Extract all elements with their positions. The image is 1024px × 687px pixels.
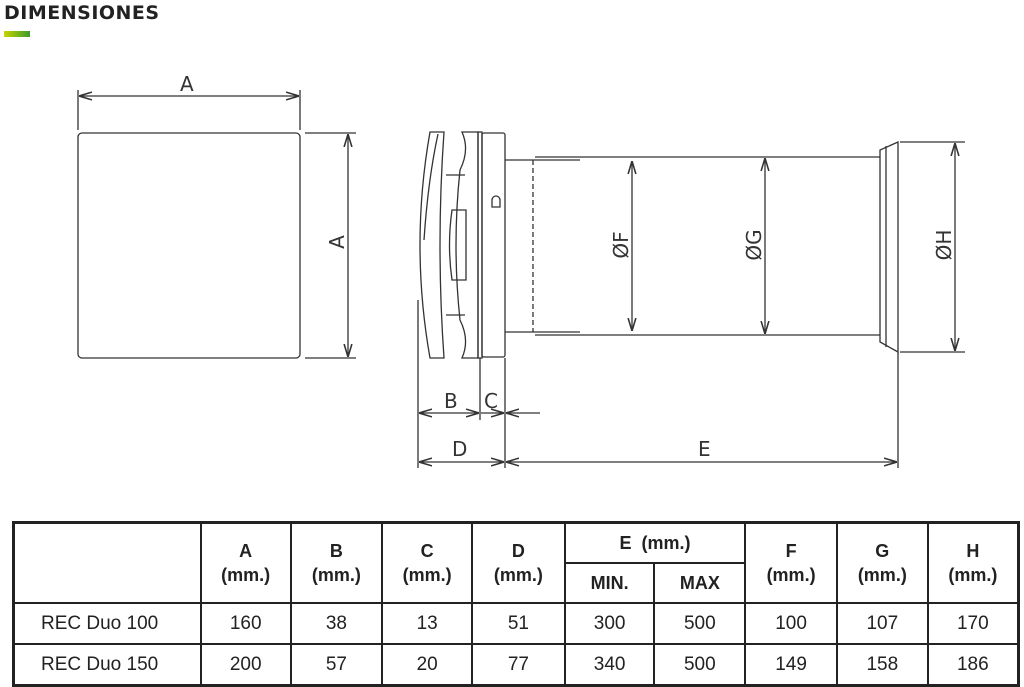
- table-row: REC Duo 150 200 57 20 77 340 500 149 158…: [12, 643, 1020, 687]
- cell: 200: [199, 643, 292, 687]
- front-view-cover: [77, 132, 301, 359]
- header-g: G(mm.): [835, 521, 929, 604]
- label-c: C: [484, 389, 498, 413]
- cell: 340: [563, 643, 656, 687]
- header-b: B(mm.): [289, 521, 384, 604]
- label-a-top: A: [180, 72, 194, 96]
- label-h: ØH: [932, 230, 956, 261]
- dimension-drawing: A A B C D E ØF ØG ØH: [77, 72, 965, 468]
- cell: 38: [289, 602, 384, 645]
- label-f: ØF: [609, 231, 633, 258]
- table-row: REC Duo 100 160 38 13 51 300 500 100 107…: [12, 602, 1020, 645]
- cell: 51: [471, 602, 566, 645]
- header-f: F(mm.): [744, 521, 838, 604]
- cell: 500: [653, 643, 747, 687]
- header-e-max: MAX: [653, 562, 747, 604]
- header-d: D(mm.): [471, 521, 566, 604]
- label-g: ØG: [742, 229, 766, 260]
- header-empty: [12, 521, 202, 604]
- title-accent-bar: [4, 31, 30, 37]
- label-e: E: [698, 437, 711, 461]
- cell: 149: [744, 643, 838, 687]
- cell: 186: [926, 643, 1020, 687]
- header-a: A(mm.): [199, 521, 292, 604]
- side-view-cover: [419, 131, 445, 359]
- cell: 77: [471, 643, 566, 687]
- header-c: C(mm.): [381, 521, 474, 604]
- cell: 300: [563, 602, 656, 645]
- label-d: D: [452, 437, 467, 461]
- cell: 13: [381, 602, 474, 645]
- cell: 107: [835, 602, 929, 645]
- label-a-side: A: [325, 235, 349, 249]
- cell: 20: [381, 643, 474, 687]
- cell: 158: [835, 643, 929, 687]
- outer-flange: [879, 140, 899, 354]
- duct-pipe: [535, 156, 880, 336]
- label-b: B: [444, 389, 458, 413]
- model-name: REC Duo 100: [12, 602, 202, 645]
- cell: 500: [653, 602, 747, 645]
- cell: 100: [744, 602, 838, 645]
- model-name: REC Duo 150: [12, 643, 202, 687]
- header-h: H(mm.): [926, 521, 1020, 604]
- cell: 170: [926, 602, 1020, 645]
- dimensions-table: A(mm.) B(mm.) C(mm.) D(mm.) E (mm.) F(mm…: [12, 521, 1020, 687]
- header-e-min: MIN.: [563, 562, 656, 604]
- header-e: E (mm.): [563, 521, 747, 564]
- cell: 57: [289, 643, 384, 687]
- section-title: DIMENSIONES: [4, 2, 160, 24]
- cell: 160: [199, 602, 292, 645]
